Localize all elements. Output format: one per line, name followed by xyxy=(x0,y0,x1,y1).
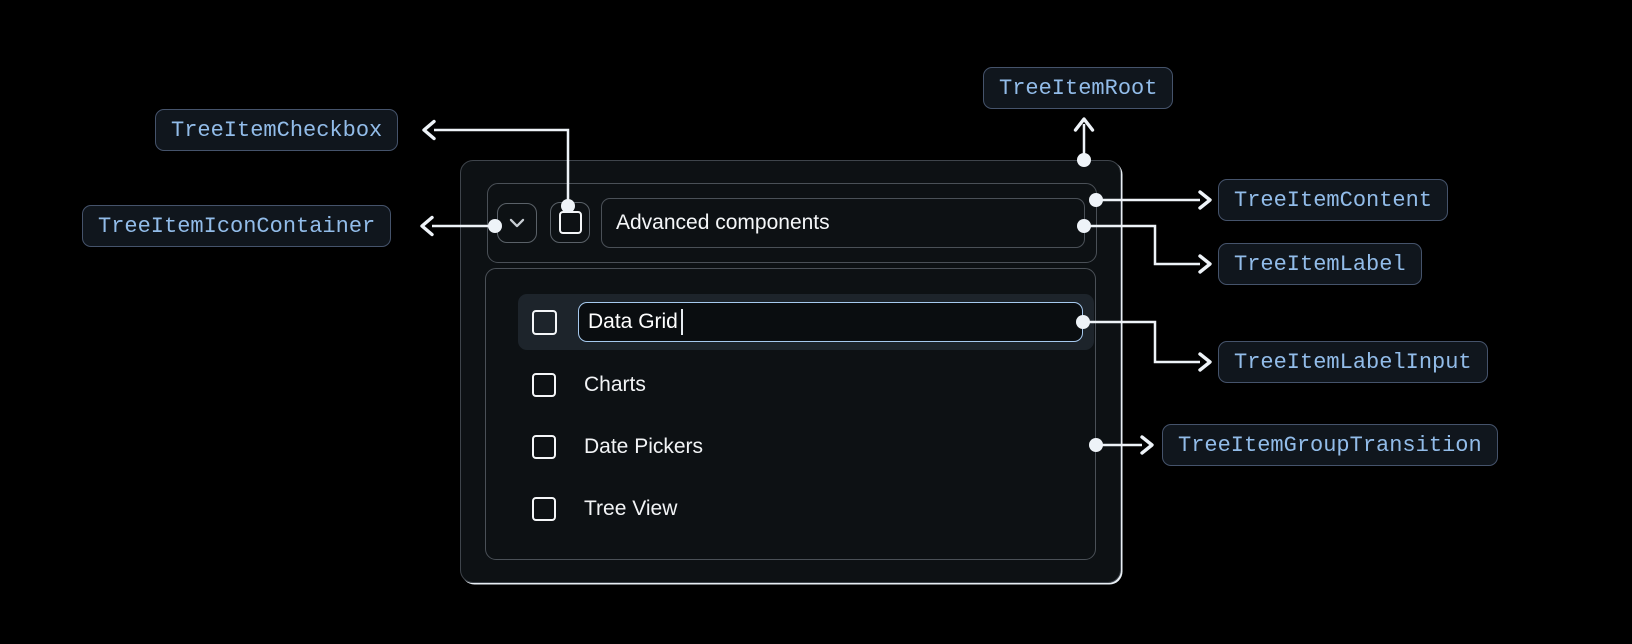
badge-tree-item-content: TreeItemContent xyxy=(1218,179,1449,221)
checkbox-unchecked-icon xyxy=(558,211,582,234)
badge-tree-item-label: TreeItemLabel xyxy=(1218,243,1422,285)
tree-item-content[interactable] xyxy=(487,183,1097,263)
parent-item-label: Advanced components xyxy=(616,211,830,234)
badge-tree-item-root: TreeItemRoot xyxy=(983,67,1174,109)
expand-button[interactable] xyxy=(497,203,537,243)
tree-row-date-pickers[interactable]: Date Pickers xyxy=(518,419,1094,475)
tree-row-tree-view[interactable]: Tree View xyxy=(518,481,1094,537)
tree-item-label: Tree View xyxy=(584,497,678,520)
tree-item-label-input[interactable]: Data Grid xyxy=(578,302,1083,342)
checkbox-unchecked-icon[interactable] xyxy=(532,373,556,397)
text-cursor xyxy=(680,309,683,335)
tree-item-group-transition xyxy=(485,268,1096,560)
checkbox-unchecked-icon[interactable] xyxy=(532,309,557,335)
checkbox-unchecked-icon[interactable] xyxy=(532,435,556,459)
tree-item-checkbox[interactable] xyxy=(550,202,590,243)
badge-tree-item-label-input: TreeItemLabelInput xyxy=(1218,341,1488,383)
tree-item-root xyxy=(460,160,1121,583)
label-input-value: Data Grid xyxy=(588,310,678,333)
badge-tree-item-group-transition: TreeItemGroupTransition xyxy=(1162,424,1498,466)
tree-item-label: Charts xyxy=(584,373,646,396)
badge-tree-item-icon-container: TreeItemIconContainer xyxy=(82,205,392,247)
checkbox-unchecked-icon[interactable] xyxy=(532,497,556,521)
chevron-down-icon xyxy=(509,218,525,228)
tree-item-label[interactable]: Advanced components xyxy=(601,198,1085,248)
badge-tree-item-checkbox: TreeItemCheckbox xyxy=(155,109,399,151)
tree-item-label: Date Pickers xyxy=(584,435,704,458)
tree-row-charts[interactable]: Charts xyxy=(518,357,1094,413)
